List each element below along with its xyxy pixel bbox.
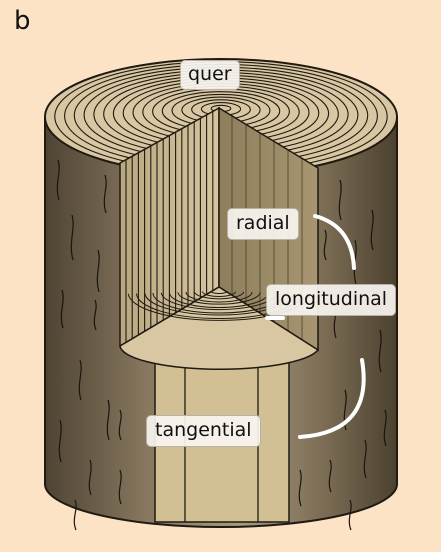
tangential-label: tangential: [146, 415, 261, 447]
radial-label: radial: [227, 208, 299, 240]
cross-section-label: quer: [180, 60, 240, 90]
panel-letter: b: [14, 6, 31, 36]
longitudinal-label: longitudinal: [266, 284, 396, 316]
